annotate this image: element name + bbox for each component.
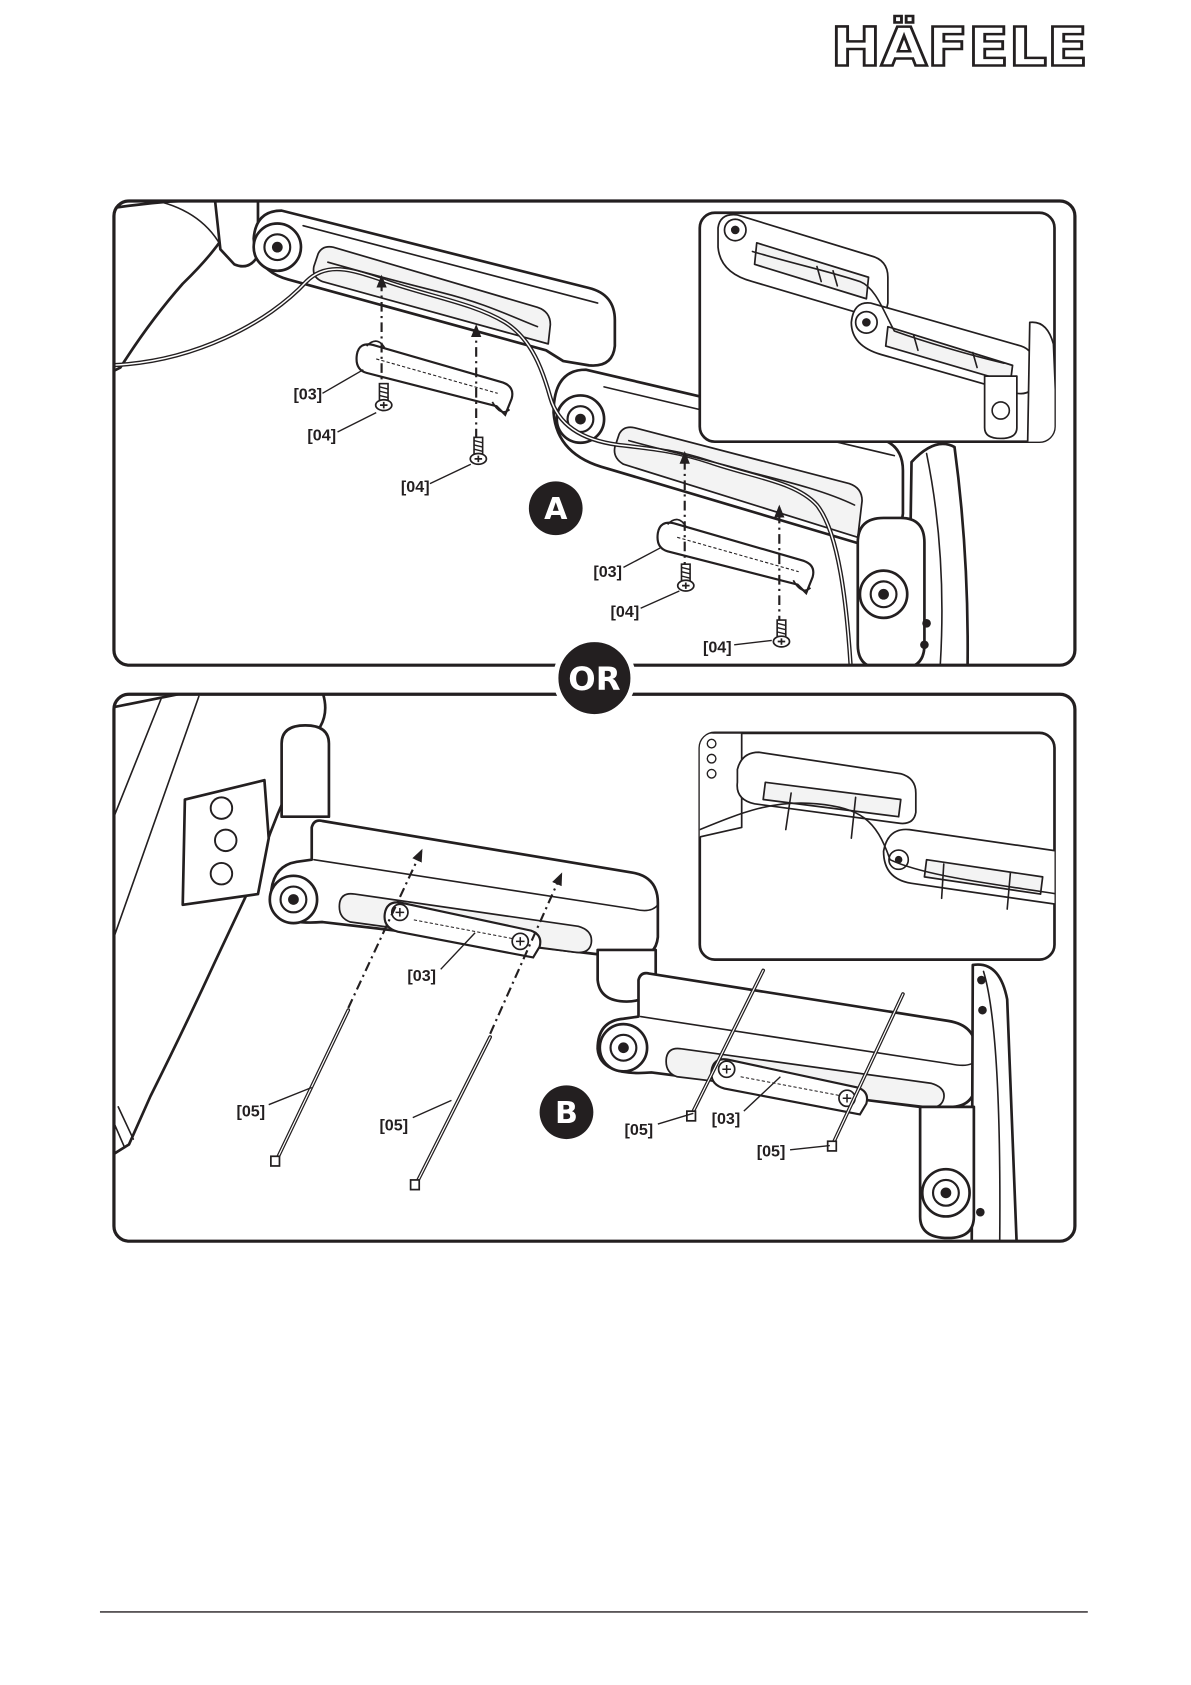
option-a-letter: A <box>544 492 568 527</box>
part-label-05: [05] <box>236 1103 265 1121</box>
part-label-03: [03] <box>293 386 322 404</box>
part-label-05: [05] <box>625 1121 654 1139</box>
option-a-badge: A <box>529 481 583 535</box>
pivot-joint <box>270 876 317 923</box>
option-b-badge: B <box>540 1085 594 1139</box>
or-separator: OR <box>556 639 633 716</box>
part-label-05: [05] <box>757 1142 786 1160</box>
pivot-joint <box>860 571 907 618</box>
pivot-joint <box>600 1024 647 1071</box>
panel-a: [03] [04] [04] [03] [04] [04] <box>103 200 1075 677</box>
part-label-04: [04] <box>307 427 336 445</box>
part-label-03: [03] <box>593 563 622 581</box>
part-label-04: [04] <box>703 638 732 656</box>
inset-a-detail <box>700 213 1058 445</box>
part-label-04: [04] <box>611 603 640 621</box>
pivot-joint <box>254 224 301 271</box>
part-label-05: [05] <box>379 1116 408 1134</box>
part-label-03: [03] <box>407 967 436 985</box>
option-b-letter: B <box>555 1096 578 1131</box>
part-label-04: [04] <box>401 478 430 496</box>
hafele-logo: HÄFELE <box>831 16 1088 79</box>
part-label-03: [03] <box>712 1110 741 1128</box>
pivot-joint <box>922 1169 969 1216</box>
header: HÄFELE <box>831 16 1088 79</box>
inset-b-detail <box>694 733 1059 960</box>
or-text: OR <box>568 660 620 698</box>
panel-b: [03] [05] [05] [05] [03] [05] <box>103 692 1075 1249</box>
